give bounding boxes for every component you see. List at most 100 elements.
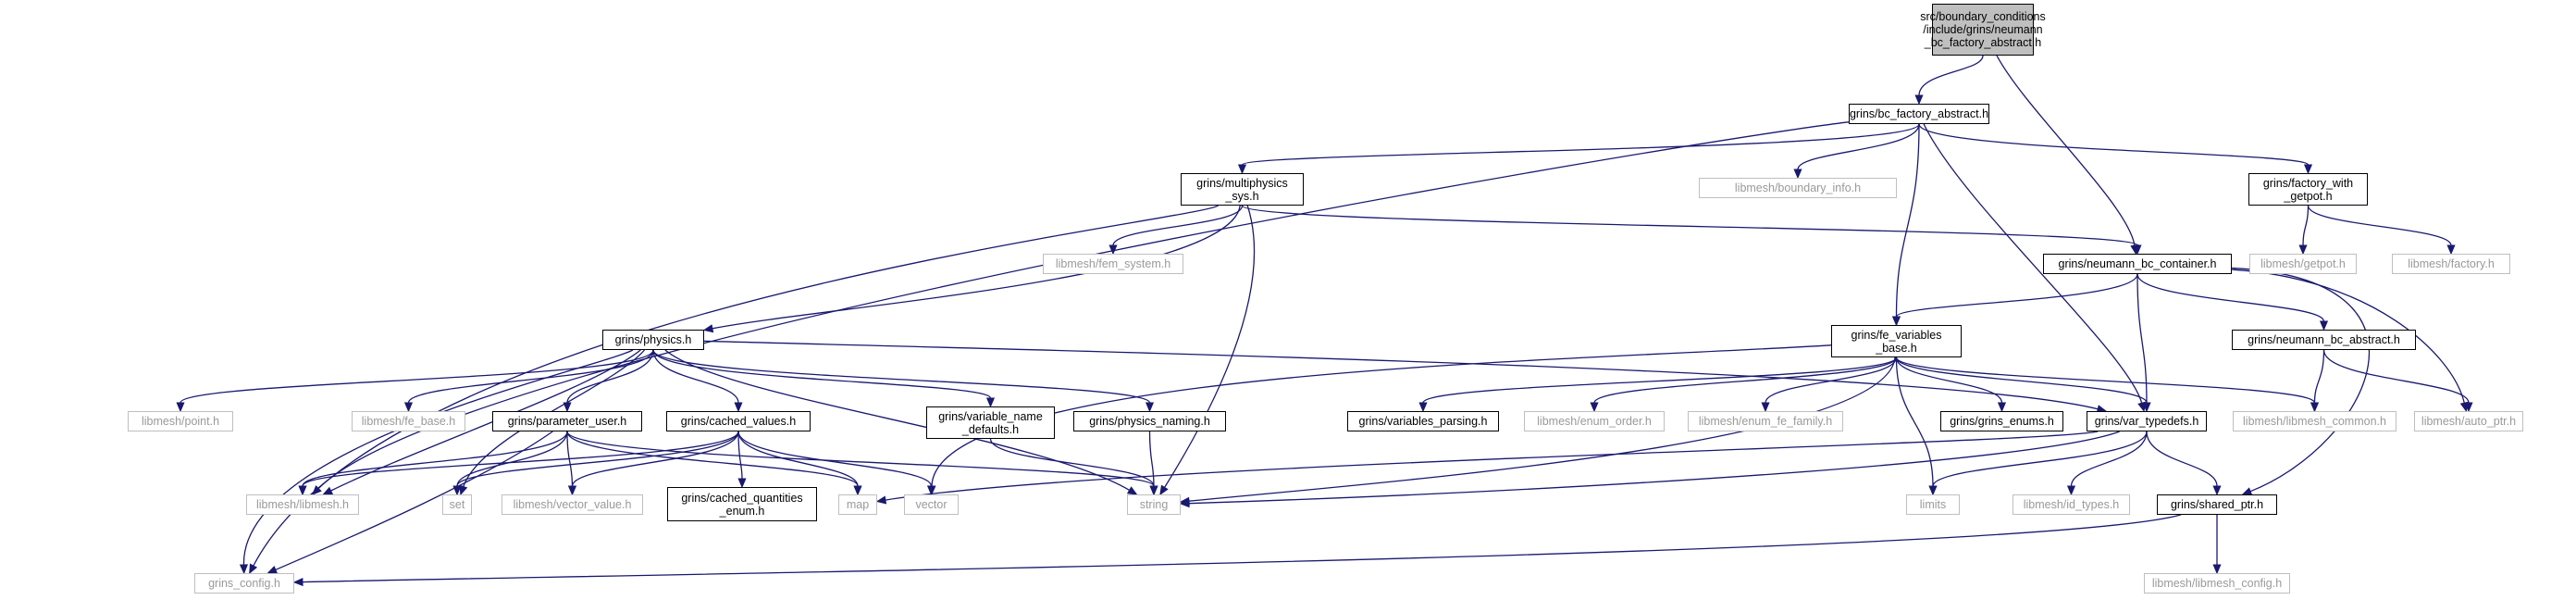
external-header-node-grins-config: grins_config.h: [194, 573, 294, 594]
arrowhead-var-typedefs-to-map: [875, 495, 887, 505]
edge-parameter-user-to-libmesh-h: [302, 431, 568, 487]
edge-variable-name-defaults-to-string: [989, 438, 1155, 487]
arrowhead-shared-ptr-to-grins-config: [292, 578, 303, 587]
edge-fe-variables-base-to-enum-fe-family: [1765, 356, 1898, 404]
edge-physics-to-point: [180, 349, 654, 404]
edge-multiphysics-sys-to-string: [1164, 205, 1256, 488]
header-node-neumann-bc-container[interactable]: grins/neumann_bc_container.h: [2043, 254, 2232, 274]
edge-root-to-neumann-bc-container: [1996, 55, 2136, 246]
edge-parameter-user-to-map: [566, 431, 859, 487]
edge-fe-variables-base-to-enum-order: [1593, 356, 1898, 404]
edge-bc-factory-abstract-to-multiphysics-sys: [1241, 123, 1920, 166]
arrowhead-multiphysics-sys-to-physics: [702, 324, 714, 333]
edge-fe-variables-base-to-grins-enums: [1895, 356, 2003, 404]
arrowhead-fe-variables-base-to-variables-parsing: [1418, 402, 1428, 413]
edge-neumann-bc-container-to-auto-ptr: [2231, 269, 2465, 404]
external-header-node-fem-system: libmesh/fem_system.h: [1043, 254, 1183, 274]
header-node-cached-values[interactable]: grins/cached_values.h: [666, 411, 811, 431]
edge-parameter-user-to-grins-config: [275, 431, 553, 570]
header-node-grins-enums[interactable]: grins/grins_enums.h: [1940, 411, 2063, 431]
arrowhead-multiphysics-sys-to-grins-config: [249, 563, 258, 575]
header-node-shared-ptr[interactable]: grins/shared_ptr.h: [2157, 494, 2277, 515]
edge-physics-naming-to-string: [1148, 431, 1155, 487]
arrowhead-bc-factory-abstract-to-boundary-info: [1793, 169, 1802, 180]
arrowhead-factory-with-getpot-to-getpot: [2298, 244, 2308, 256]
arrowhead-bc-factory-abstract-to-libmesh-h: [312, 485, 322, 495]
edge-neumann-bc-container-to-shared-ptr: [2231, 267, 2371, 493]
edge-fe-variables-base-to-limits: [1895, 356, 1934, 487]
edge-fe-variables-base-to-libmesh-common: [1895, 356, 2316, 404]
edge-physics-to-string: [664, 349, 1130, 491]
edge-bc-factory-abstract-to-factory-with-getpot: [1918, 123, 2310, 166]
edge-var-typedefs-to-limits: [1932, 431, 2148, 487]
header-node-neumann-bc-abstract[interactable]: grins/neumann_bc_abstract.h: [2232, 330, 2416, 350]
arrowhead-fe-variables-base-to-var-typedefs: [2142, 402, 2151, 413]
edge-cached-values-to-map: [737, 431, 859, 487]
arrowhead-physics-to-fe-base: [403, 402, 414, 413]
edge-neumann-bc-abstract-to-libmesh-common: [2313, 349, 2325, 404]
header-node-var-typedefs[interactable]: grins/var_typedefs.h: [2087, 411, 2207, 431]
header-node-multiphysics-sys[interactable]: grins/multiphysics _sys.h: [1181, 173, 1304, 206]
edge-var-typedefs-to-shared-ptr: [2146, 431, 2218, 487]
edge-cached-values-to-vector: [737, 431, 933, 487]
external-header-node-getpot: libmesh/getpot.h: [2249, 254, 2357, 274]
arrowhead-physics-to-set: [459, 484, 468, 496]
arrowhead-cached-values-to-vector-value: [567, 485, 577, 496]
external-header-node-set: set: [442, 494, 472, 515]
edge-bc-factory-abstract-to-boundary-info: [1797, 123, 1920, 170]
header-node-physics-naming[interactable]: grins/physics_naming.h: [1073, 411, 1226, 431]
arrowhead-bc-factory-abstract-to-multiphysics-sys: [1237, 164, 1247, 175]
edge-parameter-user-to-string: [566, 431, 1155, 487]
arrowhead-neumann-bc-container-to-fe-variables-base: [1891, 316, 1901, 327]
arrowhead-physics-to-variable-name-defaults: [985, 397, 996, 408]
edge-multiphysics-sys-to-physics: [712, 205, 1241, 330]
edge-bc-factory-abstract-to-libmesh-h: [317, 121, 1850, 490]
external-header-node-libmesh-common: libmesh/libmesh_common.h: [2233, 411, 2396, 431]
external-header-node-enum-order: libmesh/enum_order.h: [1524, 411, 1665, 431]
arrowhead-cached-values-to-cached-quantities-enum: [737, 478, 747, 489]
arrowhead-cached-values-to-set: [452, 485, 462, 496]
external-header-node-map: map: [838, 494, 877, 515]
edge-fe-variables-base-to-vector: [931, 344, 1832, 487]
external-header-node-limits: limits: [1906, 494, 1960, 515]
external-header-node-fe-base: libmesh/fe_base.h: [352, 411, 465, 431]
external-header-node-libmesh-config: libmesh/libmesh_config.h: [2144, 573, 2290, 594]
header-node-bc-factory-abstract[interactable]: grins/bc_factory_abstract.h: [1849, 104, 1989, 124]
edge-bc-factory-abstract-to-var-typedefs: [1923, 123, 2143, 404]
edge-cached-values-to-vector-value: [571, 431, 739, 487]
edge-neumann-bc-container-to-fe-variables-base: [1895, 273, 2138, 318]
external-header-node-factory: libmesh/factory.h: [2392, 254, 2510, 274]
arrowhead-var-typedefs-to-string: [1179, 499, 1190, 508]
edge-var-typedefs-to-map: [885, 431, 2099, 501]
header-node-parameter-user[interactable]: grins/parameter_user.h: [492, 411, 642, 431]
header-node-variable-name-defaults[interactable]: grins/variable_name _defaults.h: [926, 406, 1055, 439]
arrowhead-physics-to-string: [1126, 486, 1138, 495]
arrowhead-bc-factory-abstract-to-factory-with-getpot: [2303, 164, 2313, 175]
header-node-cached-quantities-enum[interactable]: grins/cached_quantities _enum.h: [667, 487, 817, 521]
edge-cached-values-to-cached-quantities-enum: [737, 431, 743, 480]
edge-factory-with-getpot-to-factory: [2307, 205, 2452, 246]
header-node-physics[interactable]: grins/physics.h: [602, 330, 704, 350]
edge-var-typedefs-to-string: [1188, 431, 2120, 505]
arrowhead-fe-variables-base-to-enum-order: [1590, 402, 1599, 413]
external-header-node-enum-fe-family: libmesh/enum_fe_family.h: [1688, 411, 1843, 431]
header-node-variables-parsing[interactable]: grins/variables_parsing.h: [1347, 411, 1499, 431]
arrowhead-physics-to-physics-naming: [1145, 402, 1155, 413]
root-header-node: src/boundary_conditions /include/grins/n…: [1920, 4, 2046, 56]
edge-fe-variables-base-to-variables-parsing: [1422, 356, 1898, 404]
edge-cached-values-to-libmesh-h: [302, 431, 739, 487]
edge-fe-variables-base-to-var-typedefs: [1895, 356, 2148, 404]
arrowhead-fe-variables-base-to-libmesh-common: [2310, 402, 2320, 413]
arrowhead-cached-values-to-map: [853, 485, 862, 496]
edge-physics-to-var-typedefs: [703, 340, 2099, 410]
edge-physics-to-variable-name-defaults: [652, 349, 992, 399]
arrowhead-var-typedefs-to-shared-ptr: [2212, 485, 2222, 496]
header-node-fe-variables-base[interactable]: grins/fe_variables _base.h: [1831, 325, 1962, 357]
external-header-node-auto-ptr: libmesh/auto_ptr.h: [2414, 411, 2523, 431]
edge-multiphysics-sys-to-fem-system: [1112, 205, 1244, 246]
header-node-factory-with-getpot[interactable]: grins/factory_with _getpot.h: [2248, 173, 2368, 206]
edge-bc-factory-abstract-to-fe-variables-base: [1895, 123, 1920, 318]
arrowhead-shared-ptr-to-libmesh-config: [2212, 564, 2222, 575]
